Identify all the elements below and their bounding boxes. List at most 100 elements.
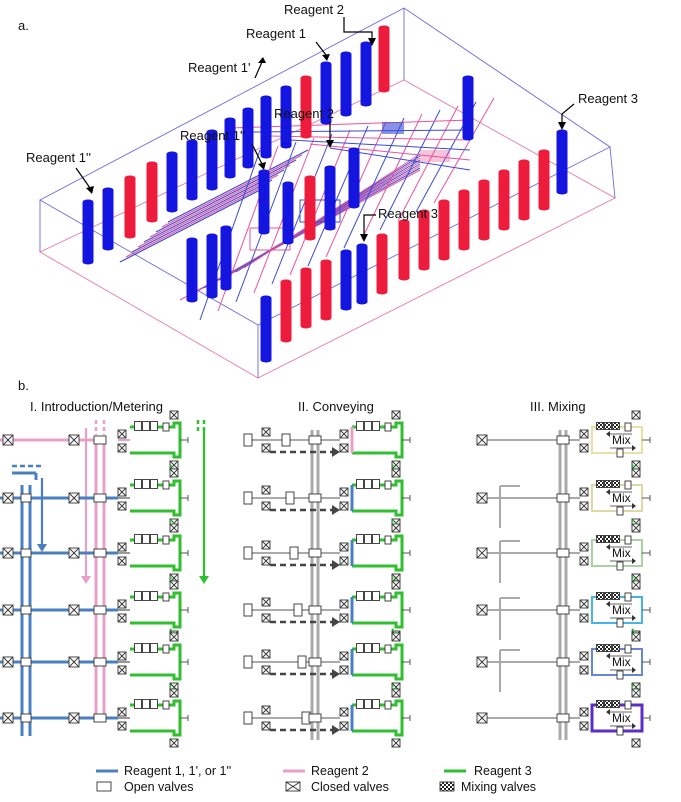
reagent-pillar <box>206 129 218 191</box>
closed-valve <box>339 487 349 497</box>
closed-valve <box>68 712 80 724</box>
reagent-pillar <box>348 147 360 209</box>
closed-valve <box>261 613 271 623</box>
open-valve <box>93 435 107 445</box>
mixing-valve <box>612 700 620 708</box>
reagent-pillar <box>166 151 178 213</box>
open-valve <box>134 534 142 544</box>
closed-valve <box>631 468 641 478</box>
mixing-row: Mix <box>476 628 651 692</box>
closed-valve <box>261 556 271 566</box>
closed-valve <box>391 523 401 533</box>
open-valve <box>20 713 32 723</box>
mixing-valve <box>604 422 612 430</box>
reagent-pillar <box>242 107 254 169</box>
closed-valve <box>391 580 401 590</box>
open-valve <box>372 643 380 653</box>
open-valve <box>372 534 380 544</box>
closed-valve <box>476 656 488 668</box>
closed-valve <box>2 492 14 504</box>
arrowhead <box>332 560 340 570</box>
open-valve <box>384 535 392 545</box>
open-valve <box>384 422 392 432</box>
closed-valve <box>261 501 271 511</box>
closed-valve <box>339 501 349 511</box>
reagent-pillar <box>300 267 312 329</box>
open-valve <box>624 535 632 545</box>
mixing-valve <box>596 535 604 543</box>
open-valve <box>20 657 32 667</box>
open-valve <box>556 435 570 445</box>
arrowhead <box>332 725 340 735</box>
panel-b-label: b. <box>18 378 29 393</box>
open-valve <box>624 644 632 654</box>
open-valve <box>556 713 570 723</box>
reagent-pillar <box>320 61 332 125</box>
open-valve <box>624 592 632 602</box>
open-valve <box>624 422 632 432</box>
open-valve <box>142 479 150 489</box>
open-valve <box>384 644 392 654</box>
closed-valve <box>68 492 80 504</box>
open-valve <box>134 643 142 653</box>
open-valve <box>616 561 624 571</box>
closed-valve <box>169 523 179 533</box>
open-valve <box>243 433 253 447</box>
closed-valve <box>339 613 349 623</box>
reagent-pillar <box>538 149 550 211</box>
closed-valve <box>261 705 271 715</box>
closed-valve <box>631 738 641 748</box>
closed-valve <box>631 688 641 698</box>
open-valve <box>364 479 372 489</box>
closed-valve <box>169 410 179 420</box>
label-reagent-3-right: Reagent 3 <box>578 91 638 106</box>
open-valve <box>20 548 32 558</box>
closed-valve <box>169 688 179 698</box>
closed-valve <box>261 485 271 495</box>
open-valve <box>243 711 253 725</box>
mixing-valve <box>596 644 604 652</box>
open-valve <box>162 644 170 654</box>
label-reagent-2-top: Reagent 2 <box>284 2 344 17</box>
reagent-pillar <box>282 181 294 245</box>
mix-label: Mix <box>612 603 631 617</box>
closed-valve <box>117 542 127 552</box>
introduction-row <box>0 519 189 583</box>
mixing-row: Mix <box>476 576 651 640</box>
open-valve <box>162 422 170 432</box>
closed-valve <box>117 707 127 717</box>
closed-valve <box>579 501 589 511</box>
schematic-introduction-metering <box>0 410 209 748</box>
open-valve <box>308 435 322 445</box>
open-valve <box>364 421 372 431</box>
reagent-pillar <box>146 161 158 223</box>
reagent-pillar <box>186 237 198 303</box>
reagent-pillar <box>220 225 232 291</box>
closed-valve <box>117 651 127 661</box>
conveying-row <box>243 410 411 470</box>
mix-label: Mix <box>612 433 631 447</box>
open-valve <box>556 657 570 667</box>
closed-valve <box>339 707 349 717</box>
mixing-valve <box>596 480 604 488</box>
conveying-row <box>243 576 411 640</box>
conveying-row <box>243 519 411 583</box>
open-valve <box>142 421 150 431</box>
closed-valve <box>476 492 488 504</box>
open-valve <box>556 605 570 615</box>
legend: Reagent 1, 1', or 1'' Reagent 2 Reagent … <box>96 764 536 794</box>
mixing-valve <box>604 535 612 543</box>
open-valve <box>243 655 253 669</box>
open-valve <box>93 493 107 503</box>
open-valve <box>150 421 158 431</box>
open-valve <box>616 618 624 628</box>
open-valve <box>150 591 158 601</box>
reagent-pillars <box>82 25 568 363</box>
open-valve <box>93 548 107 558</box>
closed-valve <box>339 443 349 453</box>
open-valve <box>162 535 170 545</box>
closed-valve <box>391 738 401 748</box>
closed-valve <box>261 540 271 550</box>
